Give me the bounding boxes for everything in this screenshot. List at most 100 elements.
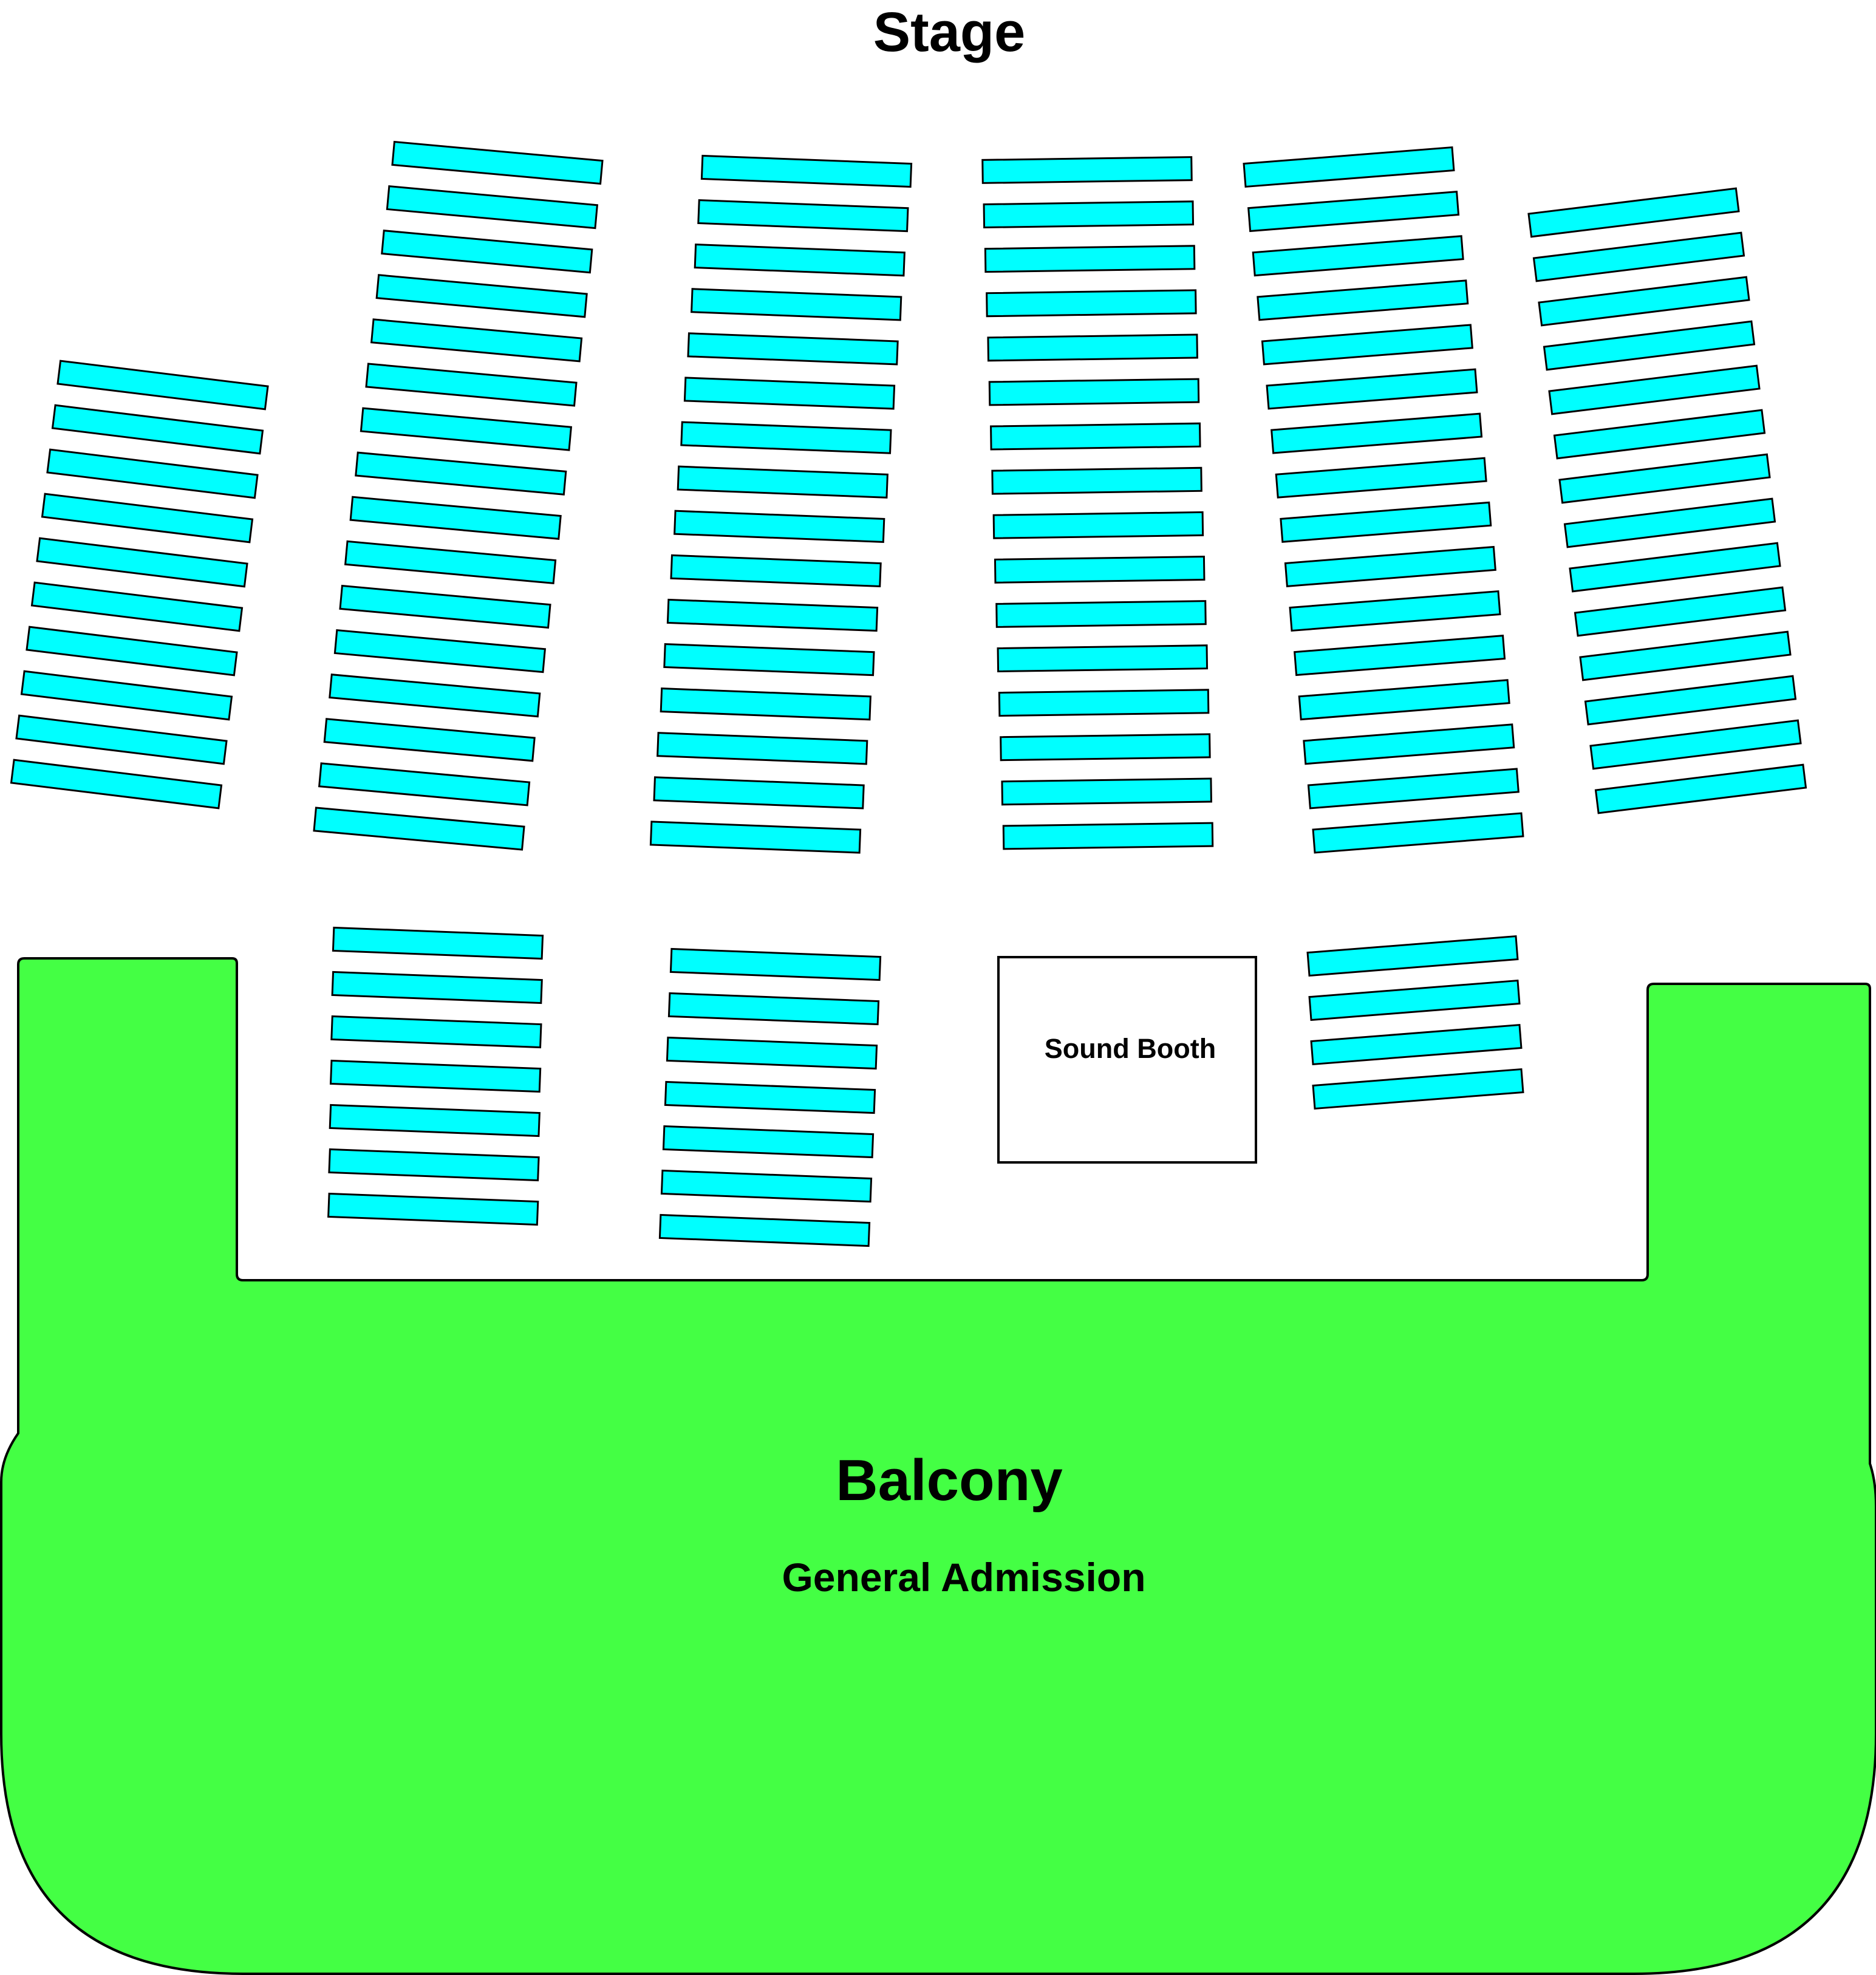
seat-row[interactable] (1310, 1023, 1523, 1066)
seat-row[interactable] (328, 1148, 540, 1182)
seat-row[interactable] (1001, 777, 1212, 806)
seat-row[interactable] (329, 1103, 541, 1138)
seat-row[interactable] (995, 600, 1207, 628)
seat-row[interactable] (339, 584, 551, 629)
seat-row[interactable] (20, 670, 233, 721)
seat-row[interactable] (649, 820, 862, 854)
seat-row[interactable] (349, 496, 562, 540)
seat-row[interactable] (670, 554, 882, 588)
seat-row[interactable] (1289, 590, 1501, 632)
seat-row[interactable] (1548, 364, 1761, 415)
seat-row[interactable] (998, 689, 1210, 717)
seat-row[interactable] (1574, 586, 1787, 637)
seat-row[interactable] (1579, 630, 1792, 681)
seat-row[interactable] (1543, 320, 1756, 371)
seat-row[interactable] (657, 732, 868, 765)
seat-row[interactable] (981, 156, 1193, 184)
seat-row[interactable] (1308, 979, 1521, 1022)
seat-row[interactable] (318, 762, 531, 807)
seat-row[interactable] (983, 200, 1195, 229)
seat-row[interactable] (687, 332, 899, 366)
seat-row[interactable] (1558, 453, 1771, 504)
seat-row[interactable] (1266, 368, 1478, 410)
seat-row[interactable] (365, 363, 578, 407)
seat-row[interactable] (41, 493, 254, 544)
seat-row[interactable] (1002, 822, 1214, 850)
seat-row[interactable] (375, 274, 588, 318)
seat-row[interactable] (658, 1213, 871, 1247)
seat-row[interactable] (36, 537, 248, 588)
seat-row[interactable] (1532, 231, 1745, 282)
seat-row[interactable] (694, 244, 906, 277)
seat-row[interactable] (46, 448, 259, 499)
seat-row[interactable] (1247, 191, 1460, 233)
seat-row[interactable] (1569, 542, 1781, 593)
seat-row[interactable] (370, 318, 583, 363)
seat-row[interactable] (1298, 679, 1510, 721)
seat-row[interactable] (51, 404, 264, 455)
seat-row[interactable] (994, 555, 1206, 584)
seat-row[interactable] (10, 759, 223, 810)
seat-row[interactable] (327, 1192, 539, 1226)
seat-row[interactable] (1538, 276, 1750, 327)
seat-row[interactable] (1563, 497, 1776, 548)
seat-row[interactable] (667, 992, 880, 1026)
seat-row[interactable] (660, 1169, 873, 1203)
seat-row[interactable] (1252, 235, 1464, 277)
seat-row[interactable] (663, 643, 875, 677)
seat-row[interactable] (56, 360, 269, 411)
seat-row[interactable] (653, 776, 865, 810)
seat-row[interactable] (331, 970, 543, 1005)
seat-row[interactable] (677, 465, 889, 499)
seat-row[interactable] (700, 154, 913, 188)
balcony-section[interactable]: Balcony General Admission (0, 957, 1876, 1975)
seat-row[interactable] (1303, 723, 1515, 765)
seat-row[interactable] (680, 421, 892, 454)
seat-row[interactable] (332, 926, 544, 960)
seat-row[interactable] (691, 288, 902, 321)
seat-row[interactable] (1312, 812, 1524, 854)
seat-row[interactable] (1307, 768, 1520, 810)
seat-row[interactable] (1261, 324, 1473, 366)
seat-row[interactable] (15, 714, 228, 765)
seat-row[interactable] (1000, 733, 1211, 762)
seat-row[interactable] (984, 245, 1196, 273)
seat-row[interactable] (1553, 409, 1766, 460)
seat-row[interactable] (674, 510, 885, 543)
seat-row[interactable] (333, 629, 547, 674)
seat-row[interactable] (664, 1080, 876, 1114)
seat-row[interactable] (990, 422, 1201, 451)
seat-row[interactable] (355, 451, 567, 496)
seat-row[interactable] (1589, 719, 1802, 770)
seat-row[interactable] (1275, 457, 1487, 499)
seat-row[interactable] (330, 1015, 542, 1049)
seat-row[interactable] (1257, 279, 1469, 321)
seat-row[interactable] (1306, 935, 1519, 977)
seat-row[interactable] (381, 230, 593, 274)
seat-row[interactable] (1271, 412, 1483, 454)
seat-row[interactable] (386, 185, 599, 230)
seat-row[interactable] (991, 466, 1202, 495)
seat-row[interactable] (1594, 763, 1807, 814)
seat-row[interactable] (988, 378, 1200, 406)
seat-row[interactable] (697, 199, 909, 233)
seat-row[interactable] (1280, 501, 1492, 543)
seat-row[interactable] (683, 377, 896, 410)
seat-row[interactable] (1294, 635, 1506, 677)
seat-row[interactable] (992, 511, 1204, 539)
seat-row[interactable] (669, 947, 882, 981)
seat-row[interactable] (666, 1036, 878, 1070)
seat-row[interactable] (1584, 675, 1797, 726)
seat-row[interactable] (1284, 545, 1496, 587)
seat-row[interactable] (1312, 1068, 1524, 1110)
seat-row[interactable] (360, 407, 573, 451)
seat-row[interactable] (997, 644, 1209, 673)
seat-row[interactable] (344, 540, 557, 585)
seat-row[interactable] (986, 289, 1197, 318)
seat-row[interactable] (30, 581, 244, 632)
seat-row[interactable] (26, 626, 238, 677)
seat-row[interactable] (313, 807, 525, 851)
seat-row[interactable] (660, 687, 871, 721)
seat-row[interactable] (329, 1059, 542, 1093)
seat-row[interactable] (1243, 146, 1455, 188)
